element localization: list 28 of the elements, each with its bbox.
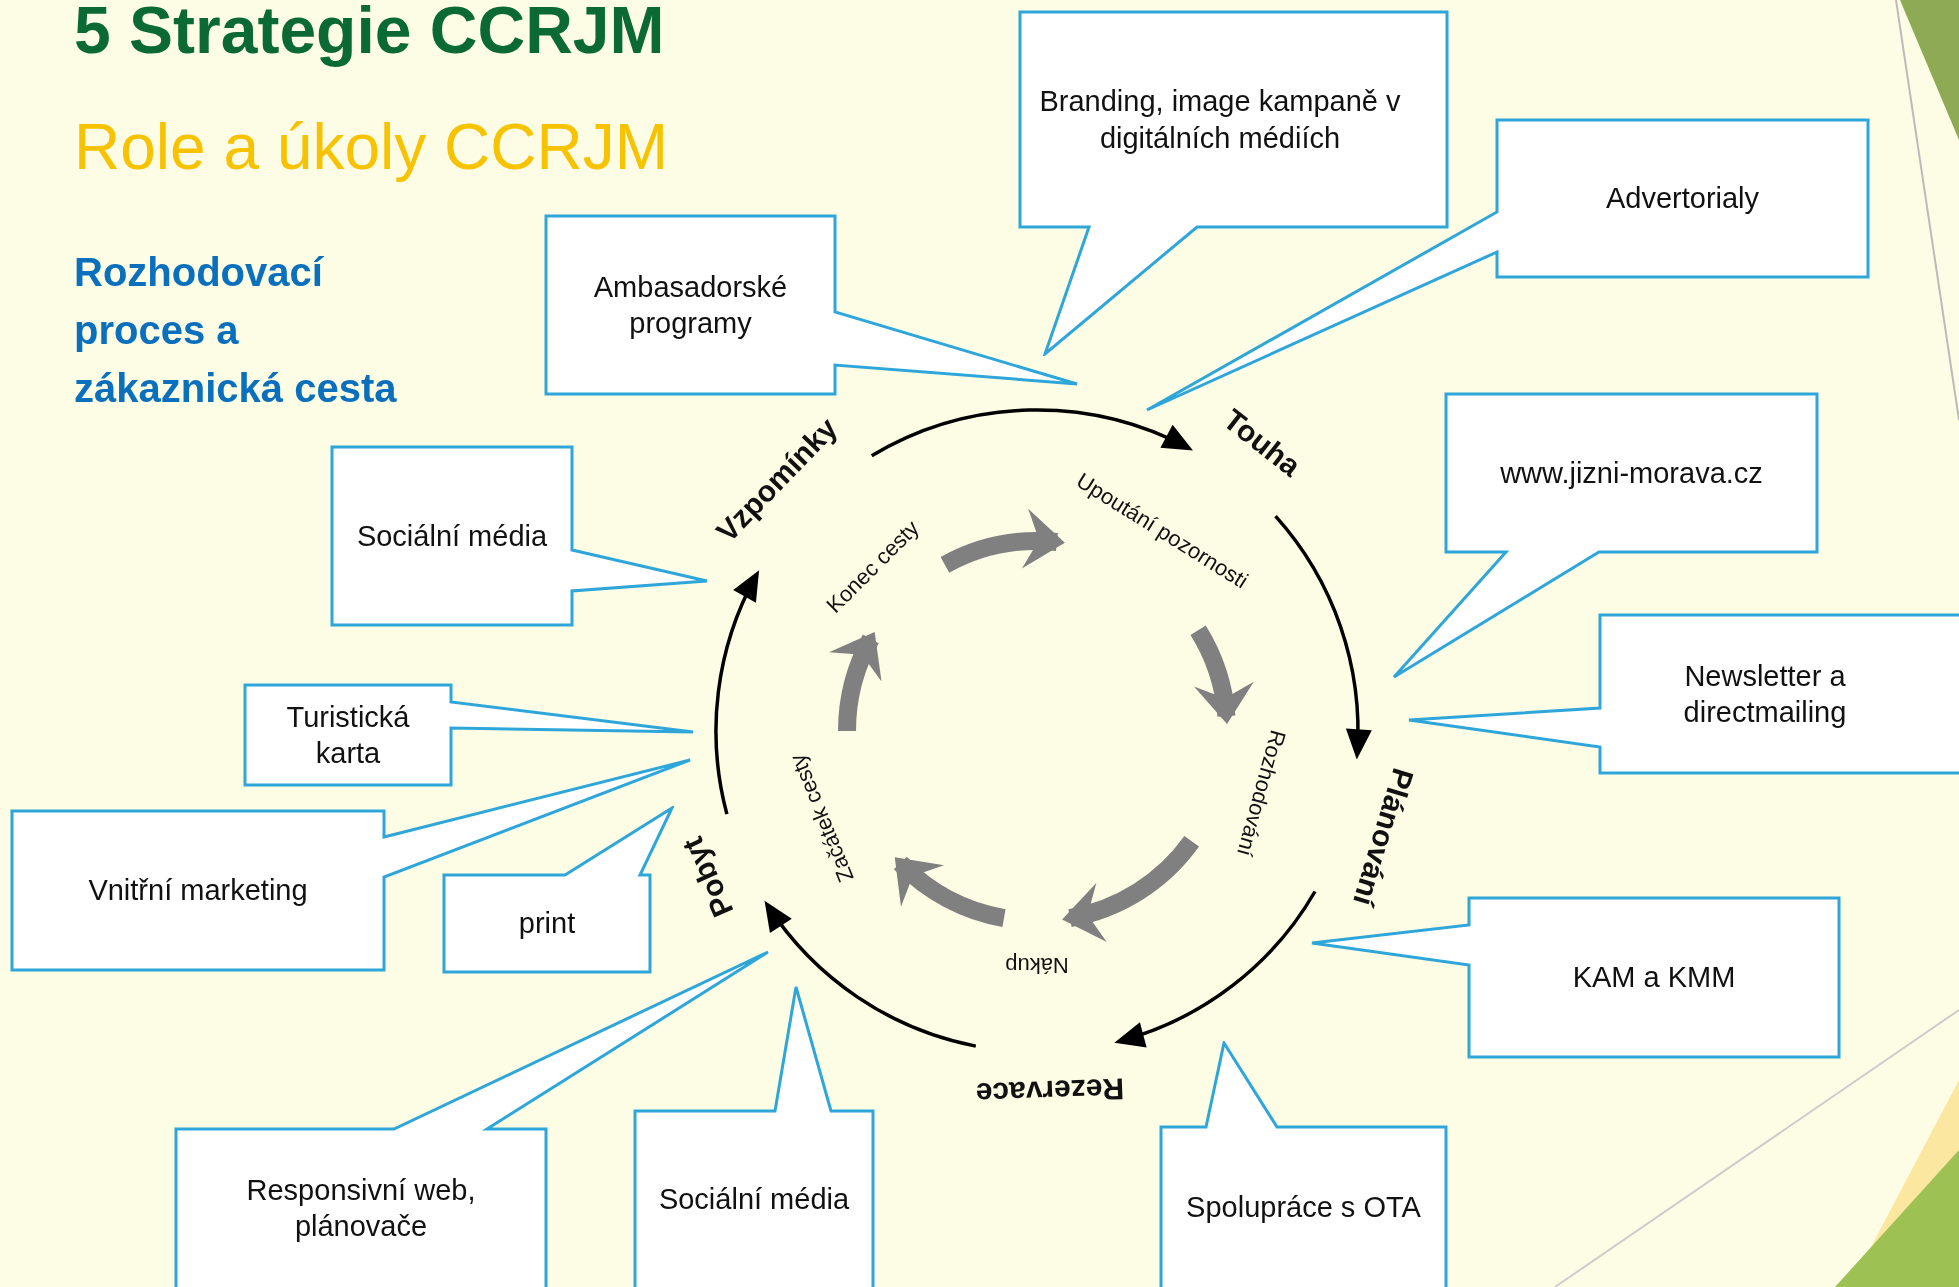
callout-text: print <box>518 906 576 942</box>
cycle-arrow <box>1114 890 1317 1046</box>
callout-text: Turistická karta <box>285 699 411 771</box>
callout-text: Responsivní web, plánovače <box>245 1172 477 1244</box>
cycle-arrow <box>894 856 1007 927</box>
callout-text: www.jizni-morava.cz <box>1500 455 1763 491</box>
callout-text: KAM a KMM <box>1572 960 1736 996</box>
cycle-arrow <box>1274 515 1371 760</box>
callout-text: Advertorialy <box>1605 181 1760 217</box>
cycle-arrow <box>941 510 1065 573</box>
cycle-arrow <box>1190 626 1252 724</box>
slide-subtitle: Role a úkoly CCRJM <box>74 112 668 183</box>
callout-text: Spolupráce s OTA <box>1186 1189 1421 1225</box>
section-heading: Rozhodovací proces a zákaznická cesta <box>74 249 398 412</box>
callout-text: Sociální média <box>356 518 548 554</box>
cycle-arrow <box>714 570 759 815</box>
cycle-arrow <box>764 900 977 1048</box>
callout-text: Branding, image kampaně v digitálních médiích <box>1038 84 1402 156</box>
cycle-arrow <box>870 408 1194 458</box>
cycle-arrow <box>1062 835 1199 940</box>
stage-label: Pobyt <box>675 832 741 923</box>
callout-text: Vnitřní marketing <box>88 873 308 909</box>
stage-label: Nákup <box>1005 952 1069 978</box>
callout-text: Newsletter a directmailing <box>1682 658 1848 730</box>
stage-label: Rezervace <box>974 1071 1125 1111</box>
callout-text: Ambasadorské programy <box>592 269 789 341</box>
slide-title: 5 Strategie CCRJM <box>74 0 665 67</box>
callout-text: Sociální média <box>658 1181 850 1217</box>
